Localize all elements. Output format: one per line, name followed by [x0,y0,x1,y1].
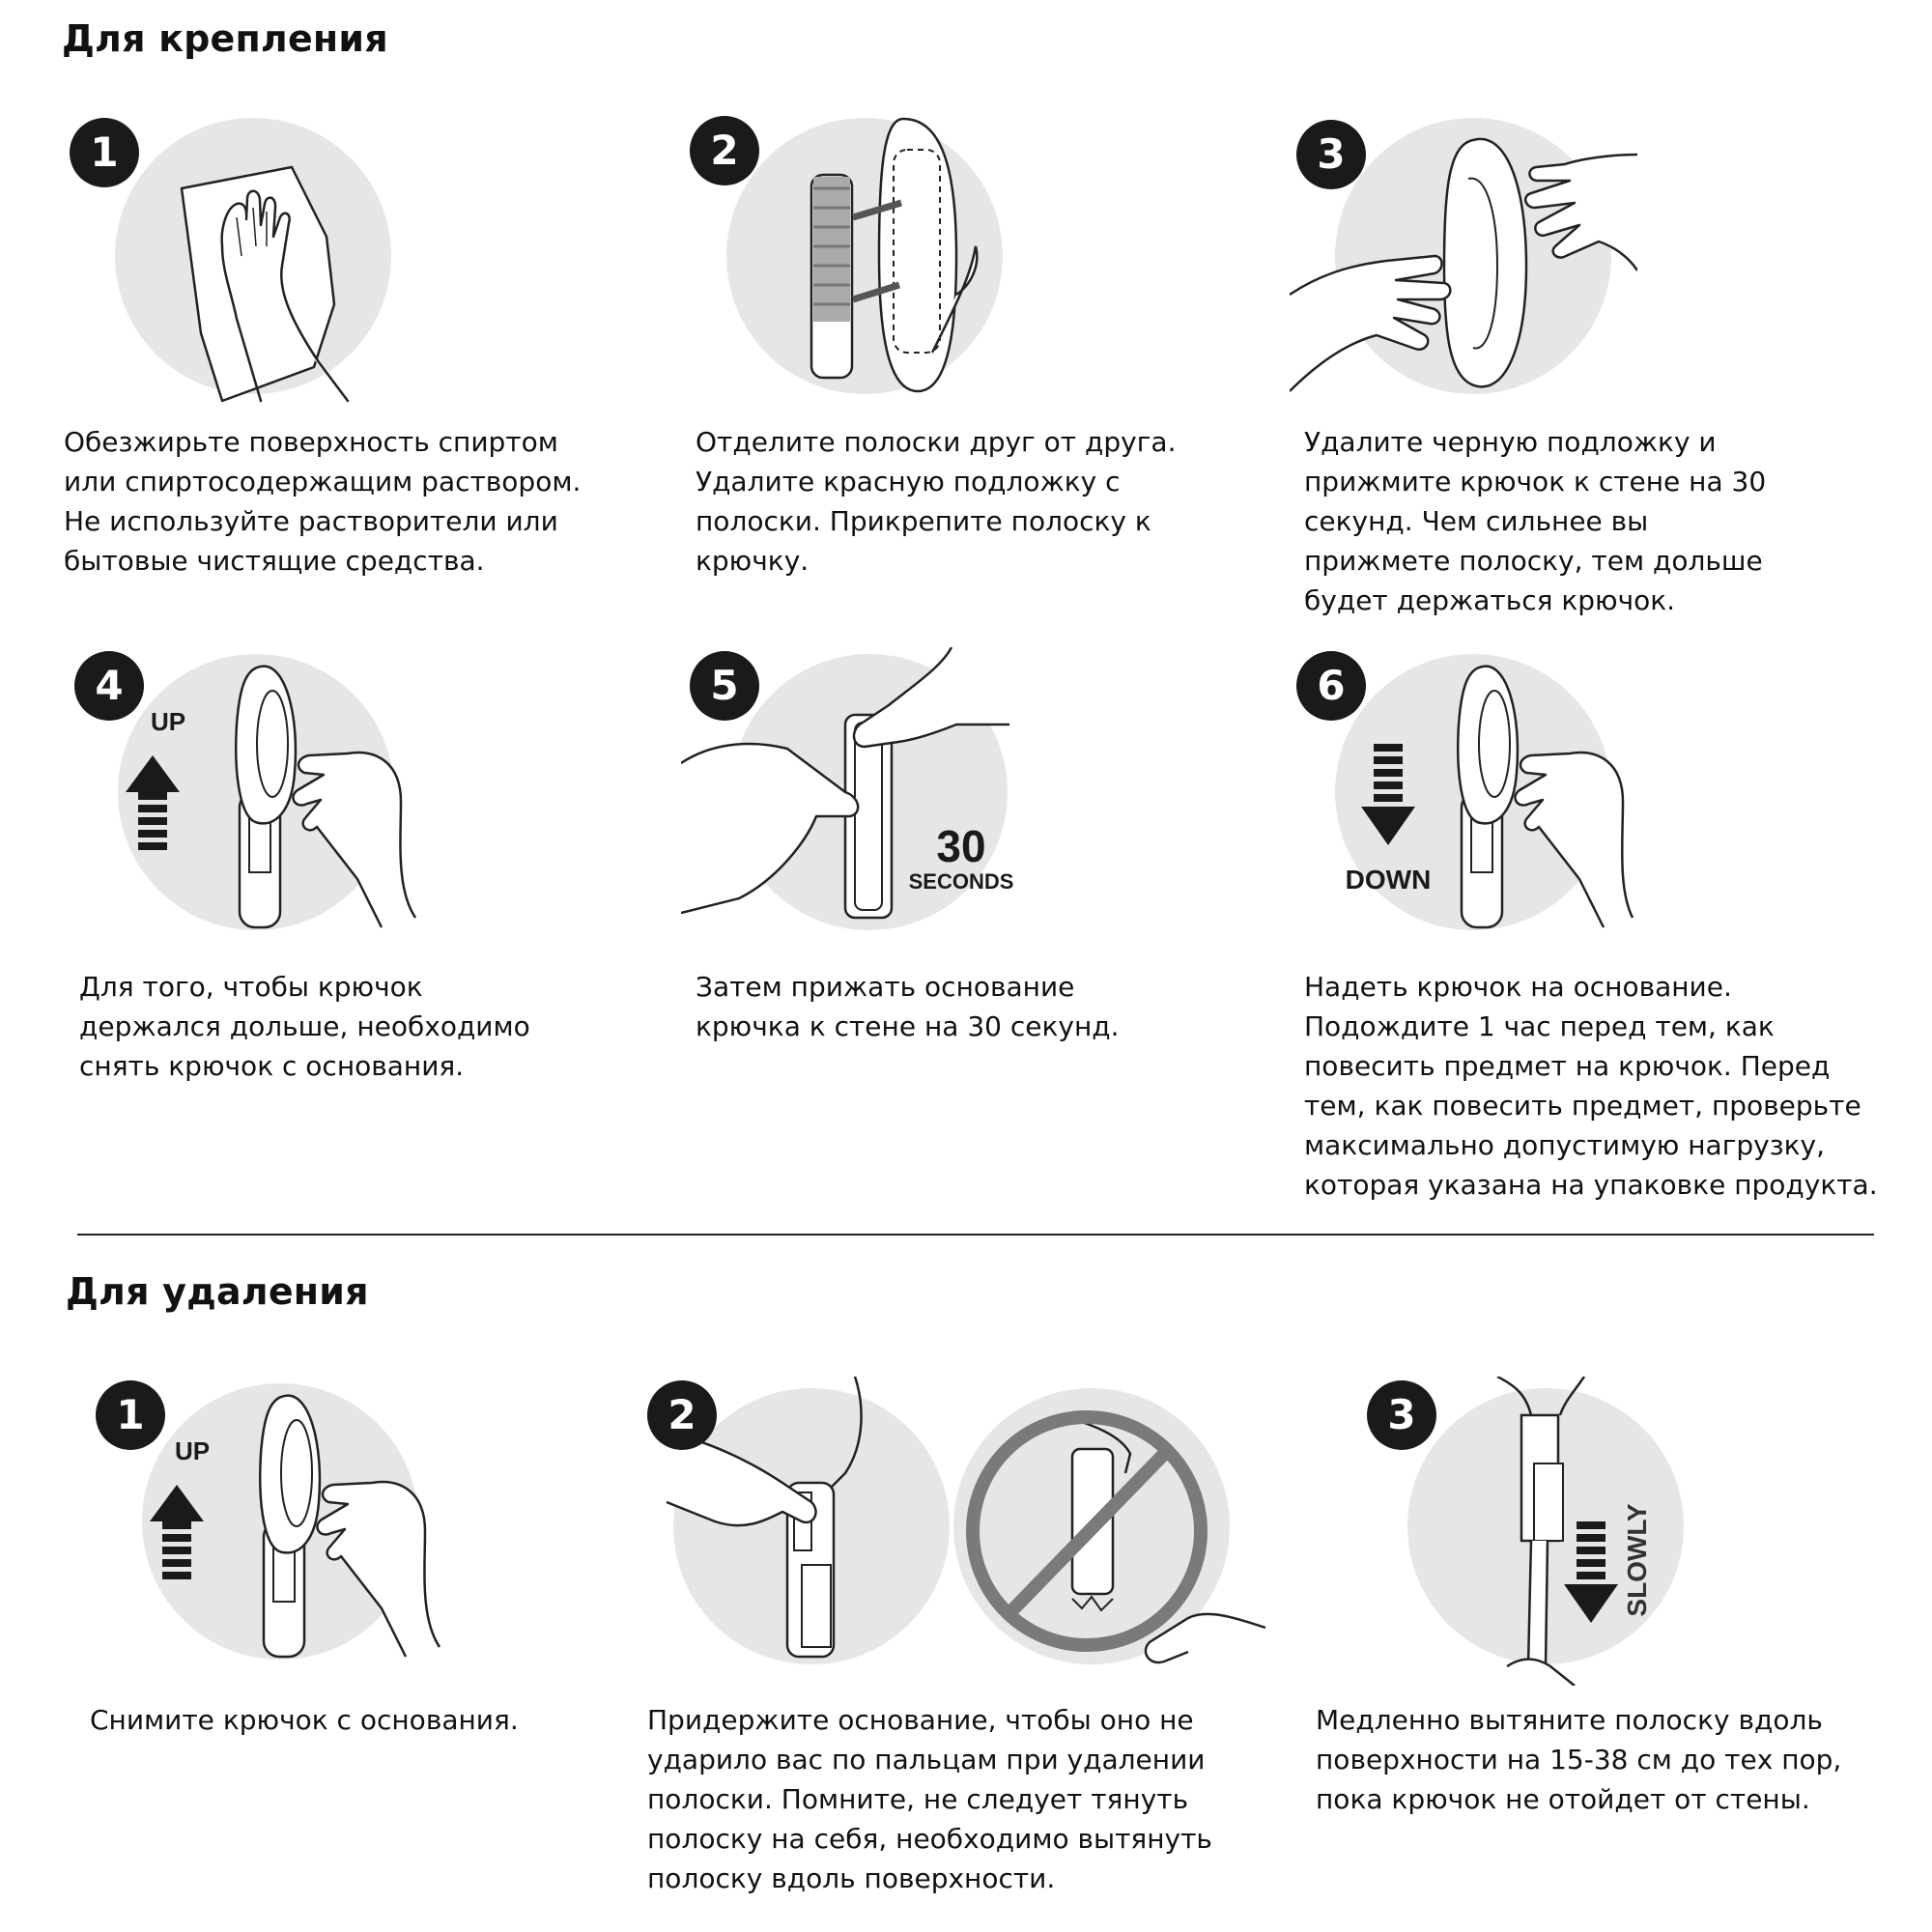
attach-step-2-number: 2 [710,127,738,174]
remove-step-2-badge: 2 [645,1378,719,1456]
attach-step-6-badge: 6 [1294,649,1368,726]
attach-step-6-number: 6 [1317,662,1345,709]
attach-step-1-text: Обезжирьте поверхность спиртом или спирт… [64,426,582,577]
attach-step-4-number: 4 [95,662,123,709]
attach-step-1-number: 1 [90,128,118,176]
attach-step-5-timer-unit: SECONDS [909,869,1014,894]
remove-step-2-text: Придержите основание, чтобы оно не удари… [647,1704,1212,1894]
attach-step-6-down-label: DOWN [1346,865,1432,895]
attach-step-3-number: 3 [1317,130,1345,178]
attach-step-5-badge: 5 [688,649,761,726]
attach-step-6-text: Надеть крючок на основание. Подождите 1 … [1304,971,1878,1201]
remove-step-1-illustration: UP [92,1377,449,1676]
attach-step-4-badge: 4 [72,649,146,726]
attach-step-3-badge: 3 [1294,118,1368,195]
attach-step-5-timer-number: 30 [936,821,985,871]
remove-step-1-badge: 1 [94,1378,167,1456]
remove-step-3-number: 3 [1387,1391,1415,1438]
remove-step-3-badge: 3 [1365,1378,1438,1456]
attach-step-4-illustration: UP [68,647,425,947]
attach-step-4-text: Для того, чтобы крючок держался дольше, … [79,971,530,1082]
attach-step-5-text: Затем прижать основание крючка к стене н… [696,971,1120,1042]
attach-step-2-text: Отделите полоски друг от друга. Удалите … [696,426,1177,577]
remove-step-1-up-label: UP [175,1436,210,1465]
attach-step-2-illustration [681,111,1029,411]
attach-heading: Для крепления [62,17,388,60]
remove-heading: Для удаления [66,1270,369,1313]
remove-step-3-slowly-label: SLOWLY [1622,1503,1652,1617]
remove-step-3-illustration: SLOWLY [1362,1377,1710,1686]
attach-step-1-badge: 1 [68,116,141,193]
attach-step-3-illustration [1290,111,1637,411]
attach-step-6-illustration: DOWN [1290,647,1637,947]
remove-step-3-text: Медленно вытяните полоску вдоль поверхно… [1316,1704,1842,1815]
remove-step-2-number: 2 [668,1391,696,1438]
attach-step-3-text: Удалите черную подложку и прижмите крючо… [1304,426,1767,616]
attach-step-4-up-label: UP [151,707,185,736]
remove-step-2-illustration [647,1377,1265,1686]
section-divider [77,1234,1874,1236]
remove-step-1-number: 1 [116,1391,144,1438]
attach-step-5-number: 5 [710,662,738,709]
attach-step-1-illustration [68,111,415,411]
remove-step-1-text: Снимите крючок с основания. [90,1704,519,1736]
attach-step-5-illustration: 30 SECONDS [681,647,1029,947]
attach-step-2-badge: 2 [688,114,761,191]
